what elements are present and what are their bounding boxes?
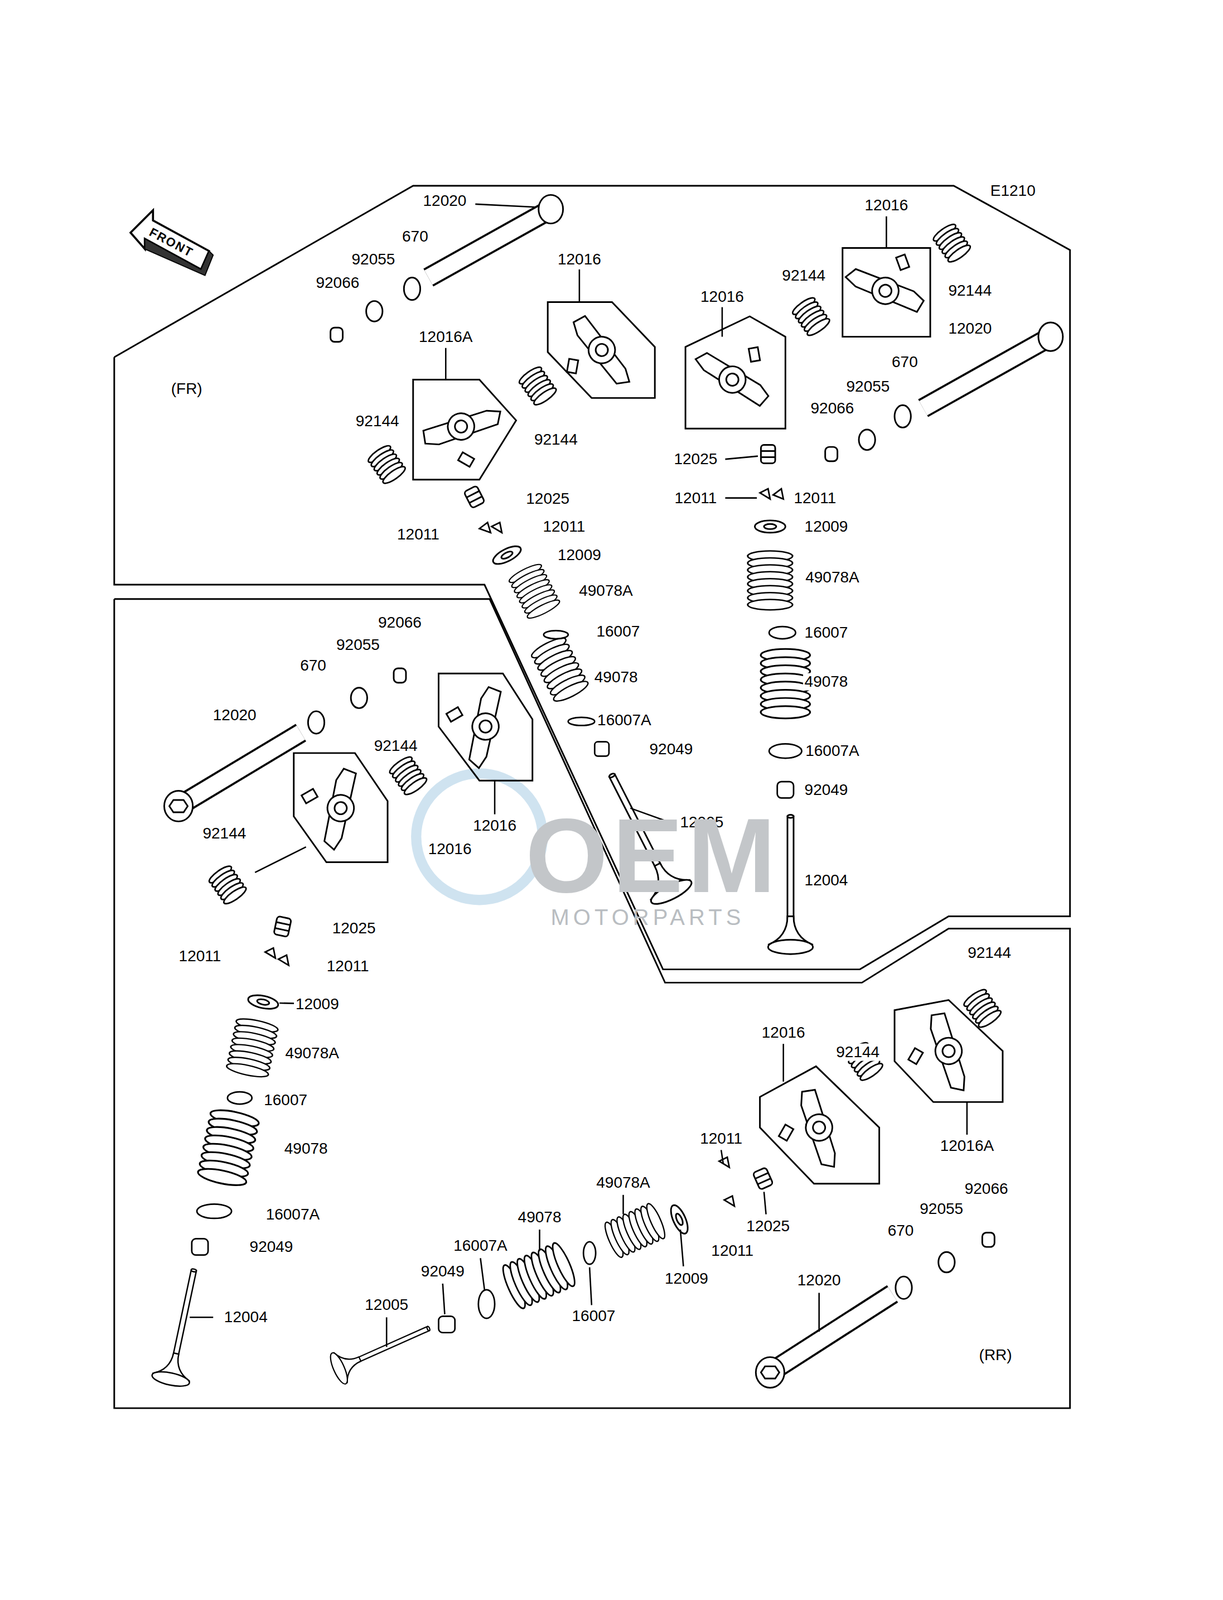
callout-number: 670 (400, 228, 430, 246)
direction-label: FRONT (145, 224, 197, 261)
callout-number: 92066 (963, 1179, 1010, 1197)
callout-number: 12016 (426, 839, 474, 858)
callout-number: 16007 (803, 624, 850, 642)
callout-number: 92055 (349, 250, 397, 268)
callout-number: 16007A (595, 711, 654, 729)
callout-number: 12025 (744, 1217, 792, 1235)
figure-code: E1210 (988, 182, 1038, 200)
callout-number: 12011 (541, 517, 588, 535)
callout-number: 92066 (809, 399, 857, 417)
callout-number: 670 (890, 353, 920, 371)
callout-number: 12011 (709, 1241, 756, 1260)
callout-number: 92144 (200, 824, 248, 843)
callout-number: 12016 (471, 816, 519, 834)
callout-number: 16007A (803, 742, 862, 760)
callout-number: 12025 (524, 490, 572, 508)
region-label: (FR) (169, 379, 205, 398)
callout-number: 12011 (698, 1129, 744, 1148)
callout-number: 12011 (672, 489, 719, 507)
callout-number: 16007 (262, 1090, 309, 1109)
callout-number: 92066 (313, 273, 361, 292)
callout-number: 12016 (556, 250, 603, 268)
callout-number: 92049 (648, 740, 695, 758)
callout-number: 92144 (965, 944, 1013, 962)
callout-number: 16007A (264, 1205, 322, 1223)
callout-number: 12025 (672, 450, 719, 468)
callout-number: 12009 (663, 1269, 710, 1287)
callout-number: 92144 (354, 412, 401, 430)
callout-number: 12016A (417, 327, 475, 346)
callout-number: 92049 (419, 1262, 467, 1280)
callout-number: 92144 (532, 431, 580, 449)
callout-number: 12011 (791, 489, 838, 507)
callout-number: 49078A (283, 1043, 341, 1062)
callout-number: 12004 (222, 1308, 270, 1326)
watermark: MOTORPARTS (549, 904, 747, 930)
callout-number: 92049 (803, 780, 850, 799)
callout-number: 92049 (248, 1238, 296, 1256)
callout-number: 12005 (363, 1296, 410, 1314)
callout-number: 12009 (556, 546, 603, 564)
callout-number: 49078A (577, 582, 635, 600)
callout-number: 670 (886, 1221, 916, 1239)
callout-number: 92144 (946, 282, 994, 300)
callout-number: 12016 (760, 1023, 807, 1042)
callout-number: 12011 (325, 957, 371, 975)
callout-number: 16007A (451, 1236, 510, 1255)
callout-number: 92055 (334, 636, 382, 654)
callout-number: 16007 (594, 622, 642, 641)
callout-number: 92055 (917, 1200, 965, 1218)
callout-number: 12011 (177, 946, 224, 965)
callout-number: 92144 (780, 266, 828, 284)
callout-number: 12011 (395, 525, 442, 544)
callout-number: 92066 (376, 613, 424, 631)
callout-number: 12009 (293, 994, 341, 1013)
callout-number: 12025 (330, 919, 378, 937)
callout-number: 12020 (421, 192, 469, 210)
callout-number: 12016 (862, 196, 910, 214)
callout-number: 12016A (938, 1137, 997, 1155)
callout-number: 49078A (594, 1173, 652, 1191)
callout-number: 670 (298, 656, 328, 674)
callout-number: 12009 (803, 517, 850, 535)
callout-number: 49078 (803, 672, 850, 690)
callout-number: 16007 (570, 1307, 618, 1325)
callout-number: 92144 (372, 737, 420, 755)
region-label: (RR) (977, 1346, 1014, 1364)
callout-number: 12004 (803, 871, 850, 889)
callout-number: 49078A (803, 568, 862, 587)
callout-number: 12020 (211, 706, 259, 724)
callout-number: 49078 (282, 1139, 330, 1158)
callout-number: 49078 (592, 668, 640, 686)
callout-number: 92055 (844, 378, 892, 396)
callout-number: 12020 (795, 1271, 843, 1289)
callout-number: 12016 (698, 288, 746, 306)
callout-number: 49078 (516, 1208, 564, 1226)
callout-number: 12020 (946, 320, 994, 338)
callout-number: 92144 (834, 1042, 882, 1061)
watermark: OEM (523, 796, 782, 913)
